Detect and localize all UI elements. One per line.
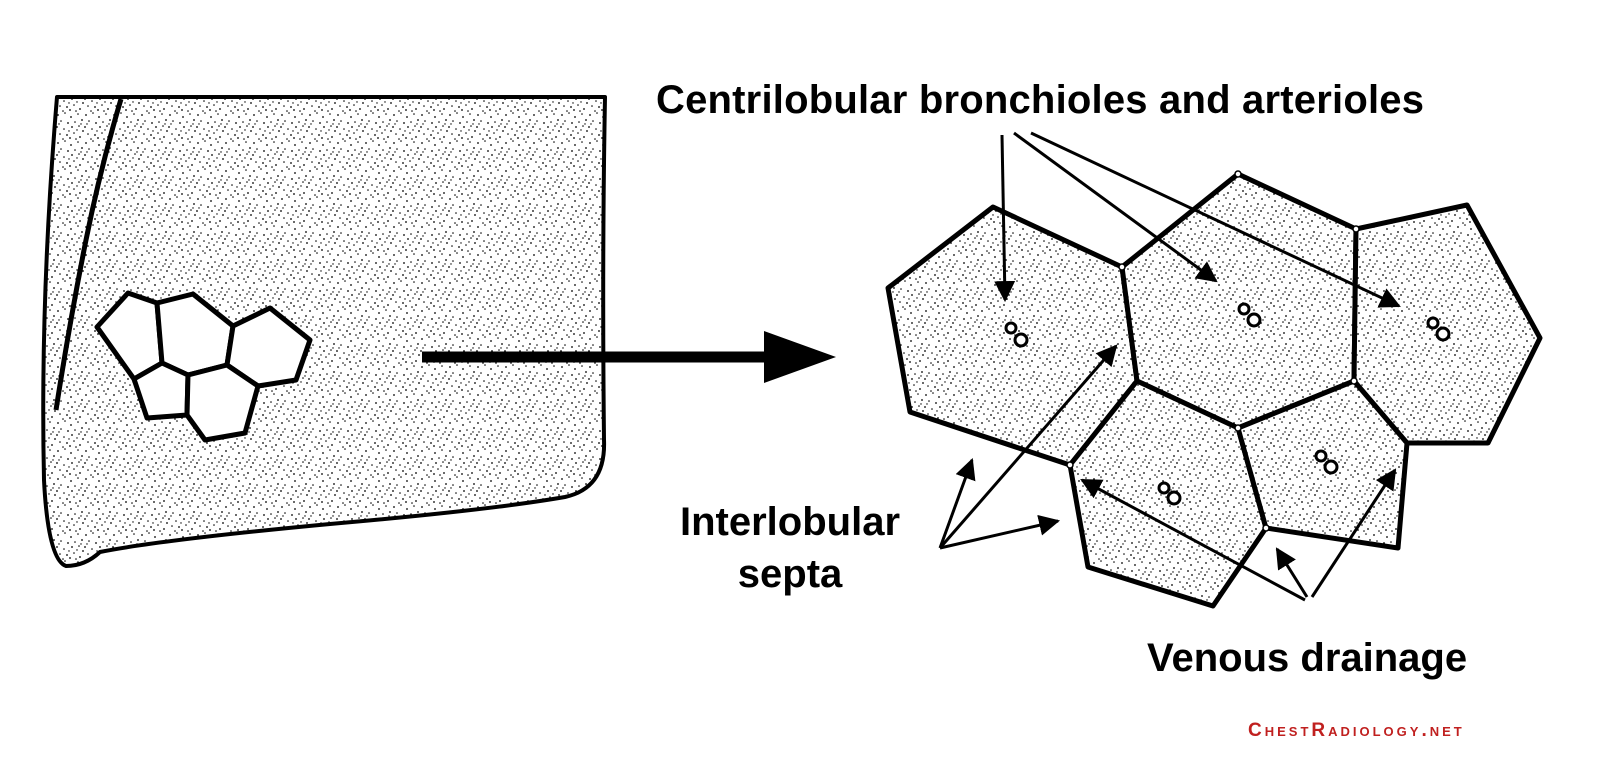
centrilobular-label: Centrilobular bronchioles and arterioles [656,78,1425,122]
interlobular-pointers [938,344,1118,550]
interlobular-septa-label: Interlobular septa [680,496,900,600]
enlarged-lobules [885,171,1543,609]
venous-drainage-label: Venous drainage [1147,636,1468,680]
lobule-cluster [94,290,313,443]
venous-pointers [1080,468,1397,602]
centrilobular-pointers [994,131,1401,308]
bronchiole-arteriole-pairs [1004,302,1451,506]
interlobular-label-line1: Interlobular [680,500,901,544]
interlobular-label-line2: septa [737,552,843,596]
septal-nodes [1066,170,1360,532]
site-credit: ChestRadiology.net [1248,720,1465,741]
magnify-arrow [422,331,836,383]
lung-section [41,95,607,568]
